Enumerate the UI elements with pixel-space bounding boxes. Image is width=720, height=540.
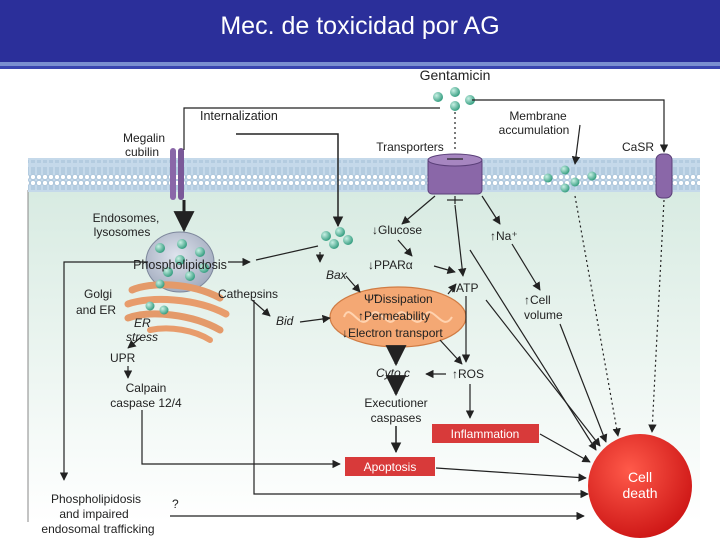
label-megalin: Megalin bbox=[123, 131, 165, 145]
megalin-receptor bbox=[170, 148, 184, 200]
label-dissipation: Ψ̃Dissipation bbox=[364, 292, 433, 306]
label-apoptosis: Apoptosis bbox=[364, 460, 417, 474]
transporter bbox=[427, 153, 483, 195]
casr-receptor bbox=[655, 153, 673, 199]
label-er-stress-1: ER bbox=[134, 316, 151, 330]
label-glucose: ↓Glucose bbox=[372, 223, 422, 237]
label-bottom-2: and impaired bbox=[59, 507, 128, 521]
label-bid: Bid bbox=[276, 314, 294, 328]
label-executioner-1: Executioner bbox=[364, 396, 427, 410]
label-na: ↑Na⁺ bbox=[490, 229, 518, 243]
label-permeability: ↑Permeability bbox=[358, 309, 430, 323]
label-ppar: ↓PPARα bbox=[368, 258, 413, 272]
label-cell-volume-1: ↑Cell bbox=[524, 293, 551, 307]
slide-title: Mec. de toxicidad por AG bbox=[220, 12, 500, 40]
label-cubilin: cubilin bbox=[125, 145, 159, 159]
endosome bbox=[145, 231, 215, 293]
inflammation-box bbox=[432, 424, 539, 443]
title-bar: Mec. de toxicidad por AG bbox=[0, 0, 720, 62]
apoptosis-box bbox=[345, 457, 435, 476]
label-cathepsins: Cathepsins bbox=[218, 287, 278, 301]
title-stripe bbox=[0, 62, 720, 66]
label-gentamicin: Gentamicin bbox=[420, 67, 491, 83]
label-and-er: and ER bbox=[76, 303, 116, 317]
label-cell-death-2: death bbox=[622, 485, 657, 501]
title-stripe-2 bbox=[0, 66, 720, 69]
label-caspase: caspase 12/4 bbox=[110, 396, 182, 410]
label-er-stress-2: stress bbox=[126, 330, 158, 344]
label-cell-volume-2: volume bbox=[524, 308, 563, 322]
label-cell-death-1: Cell bbox=[628, 469, 652, 485]
label-calpain: Calpain bbox=[126, 381, 167, 395]
label-golgi: Golgi bbox=[84, 287, 112, 301]
label-membrane-accumulation-1: Membrane bbox=[509, 109, 567, 123]
label-lysosomes: lysosomes bbox=[94, 225, 151, 239]
label-membrane-accumulation-2: accumulation bbox=[499, 123, 570, 137]
label-phospholipidosis: Phospholipidosis bbox=[133, 258, 227, 272]
label-bax: Bax bbox=[326, 268, 348, 282]
label-executioner-2: caspases bbox=[371, 411, 422, 425]
label-bottom-1: Phospholipidosis bbox=[51, 492, 141, 506]
label-question: ? bbox=[172, 497, 179, 511]
label-ros: ↑ROS bbox=[452, 367, 484, 381]
label-upr: UPR bbox=[110, 351, 136, 365]
label-transporters: Transporters bbox=[376, 140, 444, 154]
gentamicin-beads bbox=[321, 87, 597, 249]
cell-death-circle bbox=[588, 434, 692, 538]
label-inflammation: Inflammation bbox=[451, 427, 520, 441]
golgi-er bbox=[124, 279, 230, 343]
label-casr: CaSR bbox=[622, 140, 654, 154]
pathway-arrows bbox=[59, 99, 669, 521]
label-internalization: Internalization bbox=[200, 109, 278, 123]
label-atp: ↓ATP bbox=[450, 281, 478, 295]
label-cyto-c: Cyto c bbox=[376, 366, 410, 380]
lipid-bilayer bbox=[28, 160, 700, 190]
label-electron-transport: ↓Electron transport bbox=[342, 326, 443, 340]
label-endosomes: Endosomes, bbox=[93, 211, 160, 225]
label-bottom-3: endosomal trafficking bbox=[41, 522, 154, 536]
